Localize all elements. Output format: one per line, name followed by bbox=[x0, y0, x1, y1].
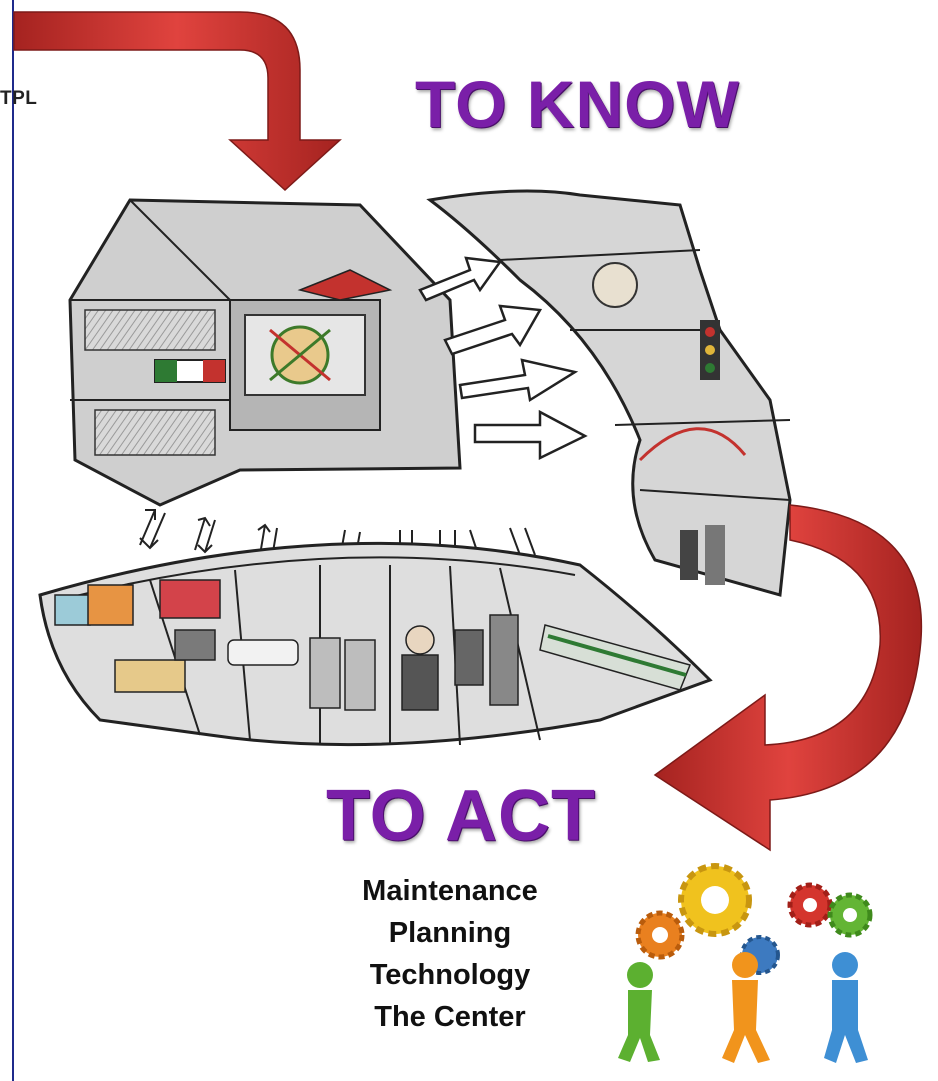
action-maintenance: Maintenance bbox=[362, 875, 538, 907]
top-red-arrow bbox=[13, 11, 342, 192]
action-list: Maintenance Planning Technology The Cent… bbox=[300, 870, 600, 1038]
action-the-center: The Center bbox=[374, 1001, 526, 1033]
action-planning: Planning bbox=[388, 917, 512, 949]
tpl-label: TPL bbox=[0, 88, 38, 109]
title-to-act: TO ACT bbox=[326, 776, 596, 856]
right-column-panel bbox=[426, 189, 792, 597]
right-red-arrow bbox=[653, 504, 922, 852]
flow-arrows bbox=[418, 256, 588, 461]
left-frame-line bbox=[12, 0, 14, 1081]
gear-teamwork-illustration bbox=[618, 863, 873, 1063]
control-center-panel bbox=[68, 198, 462, 507]
vehicles-panel bbox=[38, 541, 713, 747]
action-technology: Technology bbox=[369, 959, 531, 991]
title-to-know: TO KNOW bbox=[415, 67, 740, 141]
